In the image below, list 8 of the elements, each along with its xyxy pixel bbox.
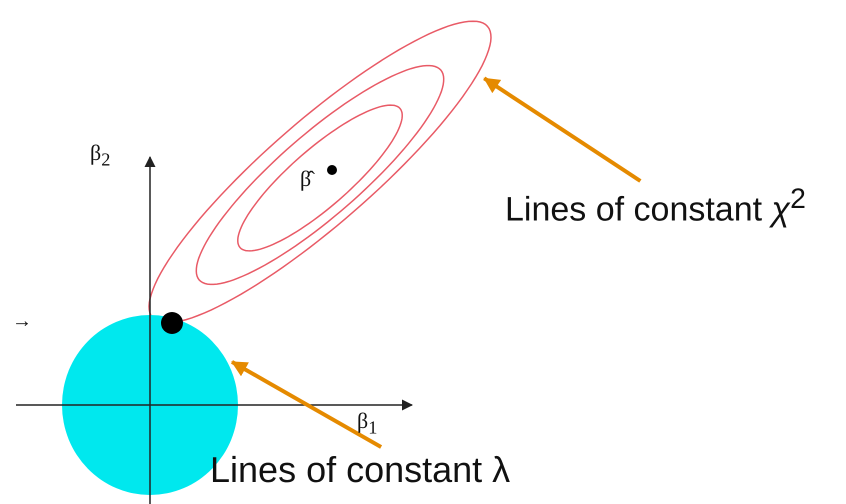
- callout-text: Lines of constant χ$^{2}$: [505, 183, 806, 230]
- leader-arrow: [230, 360, 382, 449]
- axis-label: β$_{2}$: [90, 140, 110, 170]
- axis-label: β$_{1}$: [357, 408, 378, 438]
- leader-arrow: [483, 76, 642, 183]
- callout-text: Lines of constant λ: [210, 449, 510, 491]
- arrow-symbol: →: [12, 310, 32, 333]
- contour-ellipses: [148, 20, 492, 324]
